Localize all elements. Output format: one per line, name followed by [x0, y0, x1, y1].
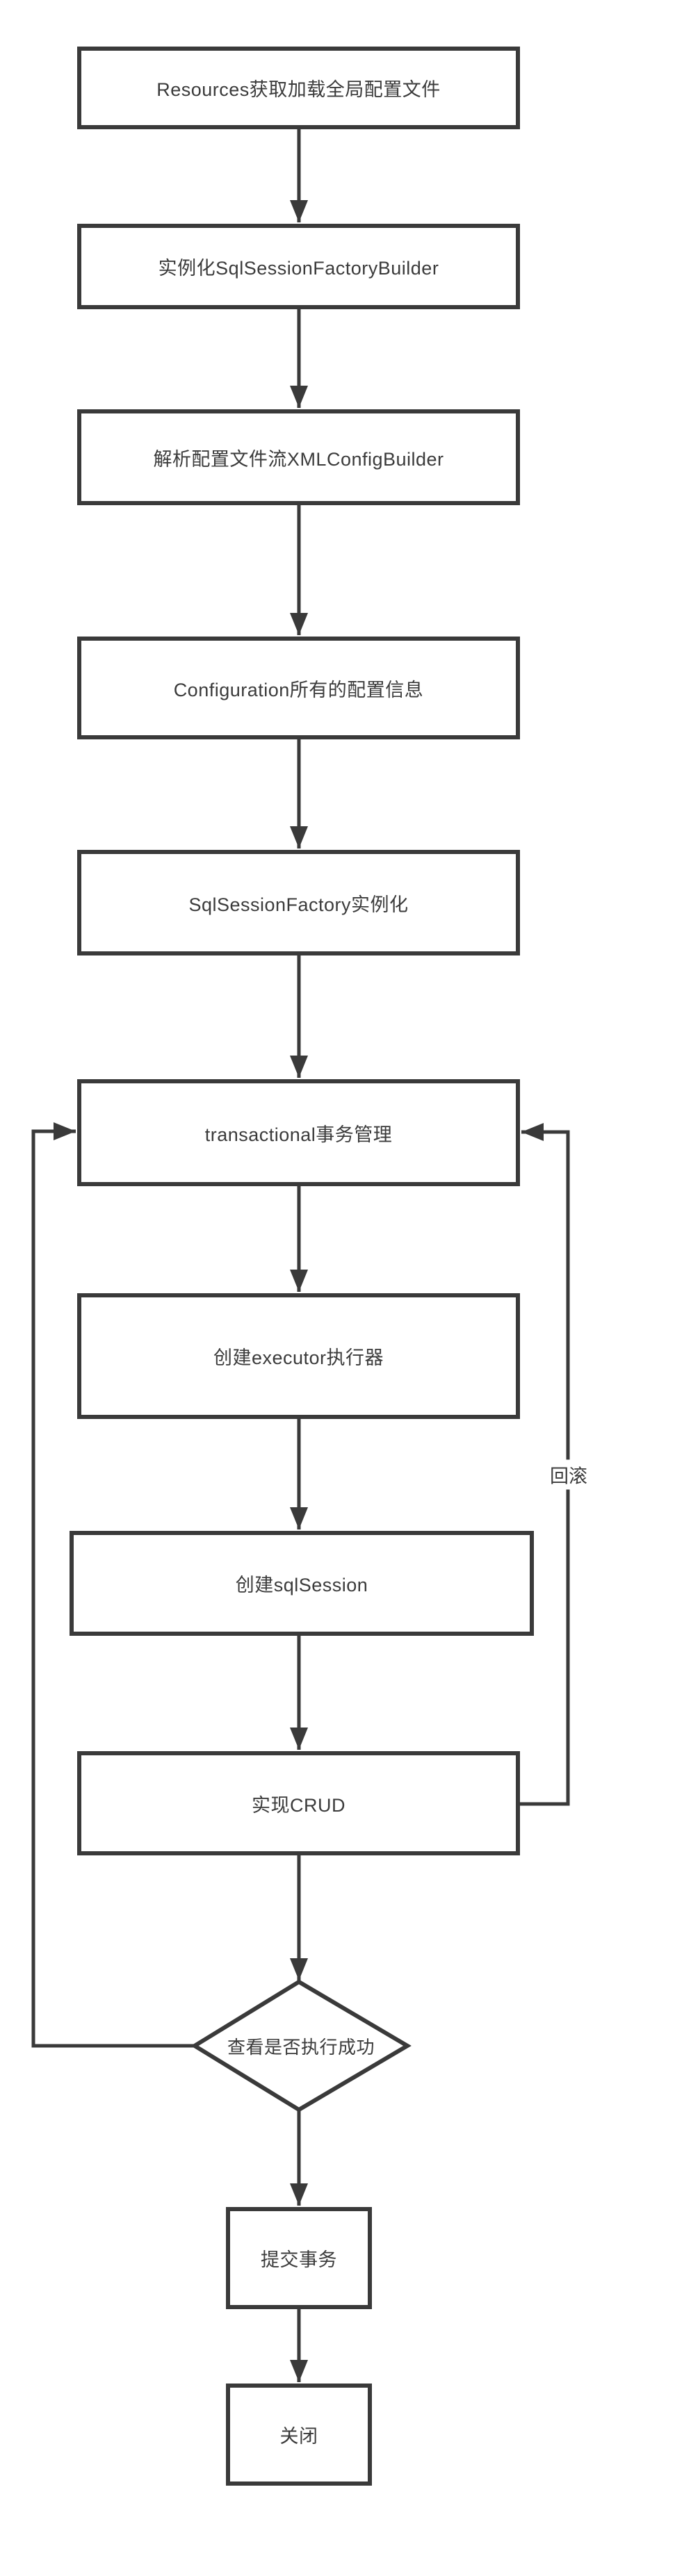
flow-node-check-exec-success-label: 查看是否执行成功: [227, 2037, 375, 2058]
flow-node-commit-transaction: 提交事务: [226, 2207, 372, 2309]
flow-node-create-sqlsession: 创建sqlSession: [70, 1531, 534, 1636]
flow-node-configuration-info: Configuration所有的配置信息: [77, 637, 520, 739]
flow-node-parse-config-stream: 解析配置文件流XMLConfigBuilder: [77, 409, 520, 505]
flow-node-implement-crud: 实现CRUD: [77, 1751, 520, 1855]
arrow-loop-decision-to-transactional: [31, 1122, 195, 2048]
flow-node-factory-instantiate: SqlSessionFactory实例化: [77, 850, 520, 955]
flow-node-close: 关闭: [226, 2384, 372, 2486]
flow-node-transactional-manage: transactional事务管理: [77, 1079, 520, 1186]
flow-node-resources-load-config: Resources获取加载全局配置文件: [77, 47, 520, 129]
rollback-edge-label: 回滚: [549, 1459, 588, 1490]
flow-node-instantiate-builder: 实例化SqlSessionFactoryBuilder: [77, 224, 520, 309]
decision-diamond-shape: [190, 1979, 412, 2113]
flow-node-create-executor: 创建executor执行器: [77, 1293, 520, 1419]
